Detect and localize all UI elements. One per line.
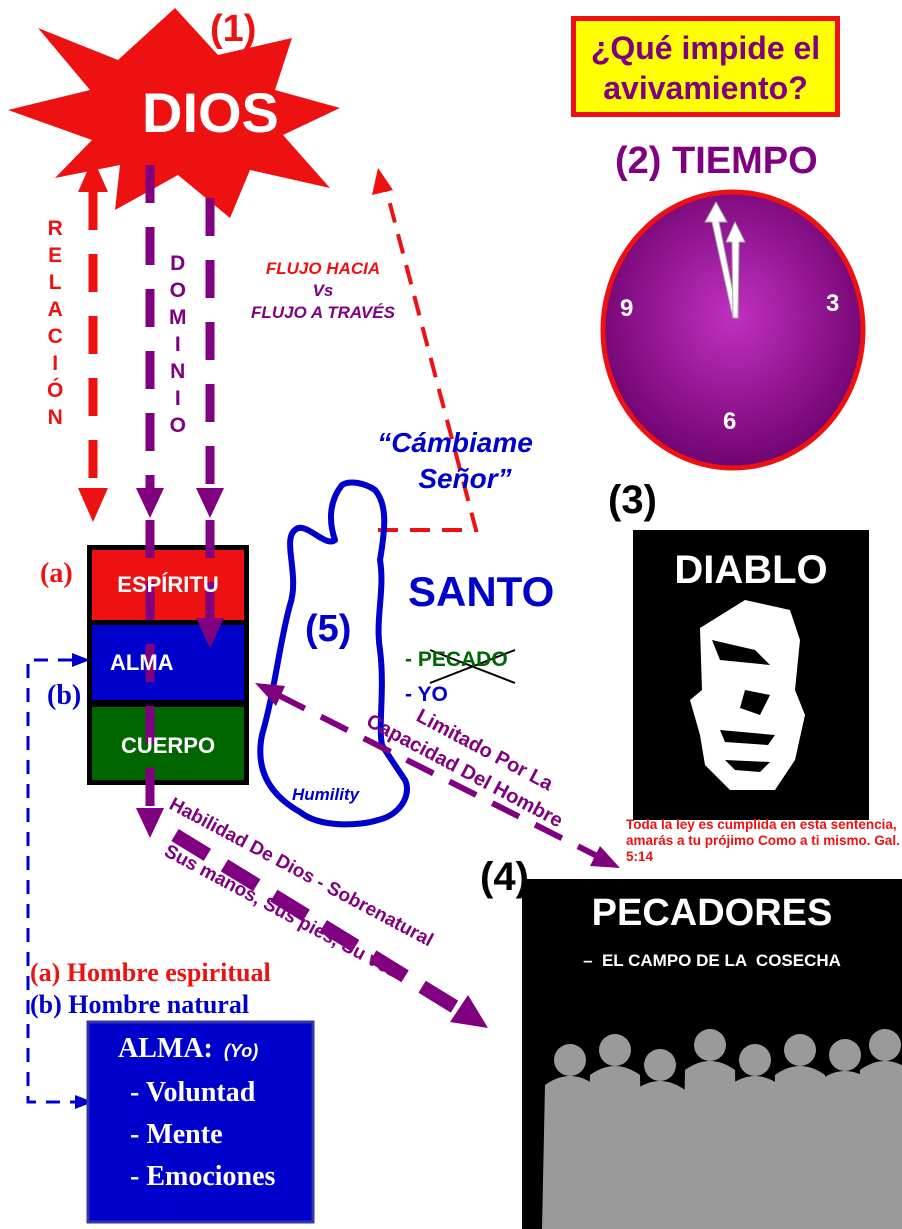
- flujo-line-1: FLUJO HACIA: [265, 259, 381, 278]
- cambiame-label: “Cámbiame Señor”: [355, 425, 555, 497]
- question-box: ¿Qué impide el avivamiento?: [571, 16, 840, 117]
- santo-label: SANTO: [408, 568, 555, 615]
- crowd-silhouettes: [542, 1029, 902, 1229]
- dominio-arrows: [136, 165, 224, 518]
- dominio-letter: I: [174, 387, 181, 410]
- cuerpo-label: CUERPO: [120, 733, 216, 758]
- tiempo-label: (2) TIEMPO: [615, 140, 818, 182]
- cambiame-line-1: “Cámbiame: [377, 427, 533, 458]
- ley-quote: Toda la ley es cumplida en esta sentenci…: [626, 817, 900, 864]
- step-3-label: (3): [608, 478, 657, 522]
- clock: [600, 189, 866, 471]
- flujo-arrow: [372, 168, 479, 532]
- flujo-label: FLUJO HACIA Vs FLUJO A TRAVÉS: [228, 258, 418, 324]
- dominio-letter: O: [169, 279, 186, 302]
- b-marker: (b): [47, 680, 82, 711]
- alma-box-subtitle: (Yo): [223, 1041, 259, 1061]
- relacion-letter: I: [52, 352, 59, 375]
- hombre-espiritual-label: (a) Hombre espiritual: [30, 958, 271, 987]
- cambiame-line-2: Señor”: [418, 463, 512, 494]
- a-marker: (a): [40, 558, 73, 589]
- relacion-letter: C: [47, 325, 63, 348]
- pecado-strike: [429, 649, 516, 684]
- campo-label: – EL CAMPO DE LA COSECHA: [583, 951, 841, 970]
- relacion-vertical: R E L A C I Ó N: [47, 215, 63, 431]
- alma-label: ALMA: [110, 650, 174, 675]
- question-text: ¿Qué impide el avivamiento?: [590, 30, 821, 106]
- clock-3: 3: [826, 290, 840, 317]
- alma-box-bg: [86, 1020, 315, 1224]
- clock-6: 6: [723, 408, 737, 435]
- dominio-letter: O: [169, 414, 186, 437]
- flujo-line-2: Vs: [312, 281, 334, 300]
- pecado-label: - PECADO: [405, 648, 508, 671]
- relacion-letter: Ó: [47, 379, 64, 402]
- dominio-letter: M: [169, 306, 187, 329]
- dominio-vertical: D O M I N I O: [169, 250, 187, 439]
- step-4-label: (4): [480, 855, 529, 899]
- alma-box: ALMA: (Yo) - Voluntad - Mente - Emocione…: [118, 1028, 308, 1198]
- relacion-letter: R: [47, 217, 63, 240]
- habilidad-arrow: [171, 829, 488, 1028]
- dios-label: DIOS: [142, 81, 279, 144]
- cuerpo-block: [92, 707, 244, 780]
- step-5-label: (5): [305, 608, 352, 650]
- alma-box-title-row: ALMA: (Yo): [118, 1028, 308, 1072]
- devil-face-icon: [690, 600, 805, 790]
- dominio-letter: D: [170, 252, 186, 275]
- alma-box-item: - Emociones: [130, 1161, 276, 1192]
- pecadores-label: PECADORES: [591, 892, 833, 934]
- relacion-letter: E: [48, 244, 63, 267]
- dominio-letter: I: [174, 333, 181, 356]
- kneeling-figure: [257, 479, 410, 828]
- humility-label: Humility: [292, 785, 360, 804]
- clock-9: 9: [620, 295, 634, 322]
- espiritu-label: ESPÍRITU: [117, 572, 219, 597]
- relacion-letter: N: [47, 406, 63, 429]
- relacion-arrow: [78, 158, 108, 522]
- flujo-line-3: FLUJO A TRAVÉS: [251, 303, 395, 322]
- relacion-letter: L: [48, 271, 62, 294]
- yo-label: - YO: [405, 683, 448, 706]
- alma-box-title: ALMA:: [118, 1033, 213, 1064]
- alma-block: [92, 625, 244, 700]
- alma-box-item: - Mente: [130, 1119, 223, 1150]
- hombre-connector: [26, 653, 93, 1109]
- dominio-letter: N: [170, 360, 186, 383]
- step-1-label: (1): [210, 8, 257, 50]
- limitado-arrow: [255, 683, 620, 868]
- alma-box-item: - Voluntad: [130, 1077, 256, 1108]
- espiritu-block: [92, 550, 244, 620]
- hombre-natural-label: (b) Hombre natural: [30, 990, 250, 1019]
- relacion-letter: A: [47, 298, 63, 321]
- diablo-label: DIABLO: [674, 548, 828, 592]
